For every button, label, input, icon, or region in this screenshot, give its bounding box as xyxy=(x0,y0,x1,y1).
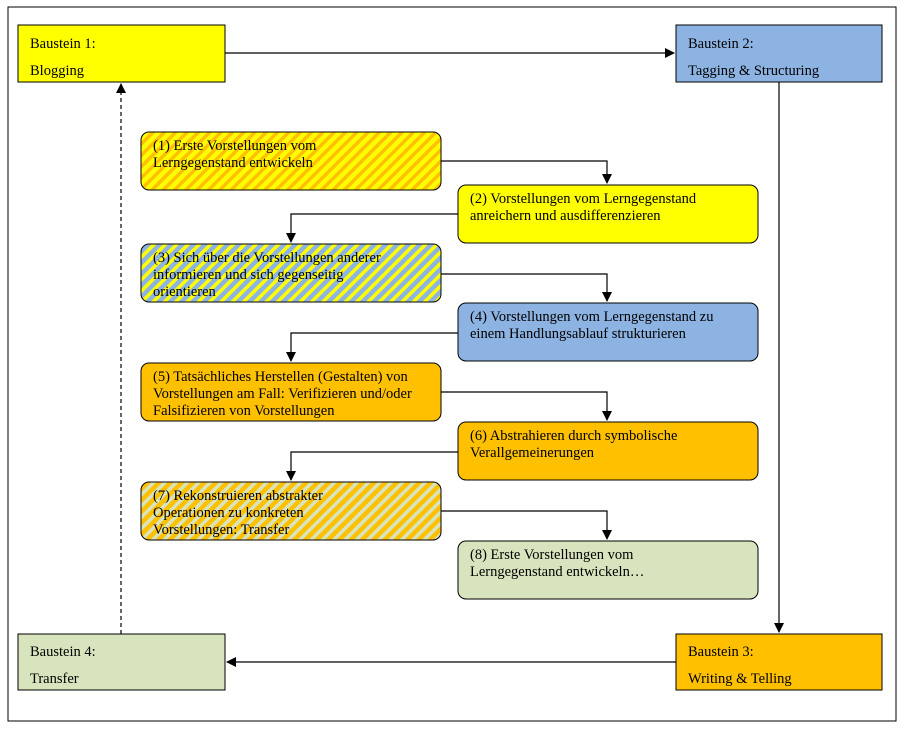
baustein-3-box xyxy=(675,633,883,691)
step-7-text: (7) Rekonstruieren abstrakter Operatione… xyxy=(153,488,323,538)
baustein-4-box xyxy=(17,633,226,691)
step-8-box xyxy=(457,540,759,600)
arrow-step-3-to-4 xyxy=(441,273,612,302)
baustein-2-box xyxy=(675,24,883,83)
arrow-step-6-to-7 xyxy=(286,451,458,481)
baustein-4-label: Baustein 4: Transfer xyxy=(30,644,96,688)
arrow-step-4-to-5 xyxy=(286,332,458,362)
baustein-1-title: Baustein 1: xyxy=(30,36,96,52)
step-5-text: (5) Tatsächliches Herstellen (Gestalten)… xyxy=(153,369,412,419)
baustein-3-name: Writing & Telling xyxy=(688,671,792,687)
baustein-2-name: Tagging & Structuring xyxy=(688,63,820,79)
step-6-box xyxy=(457,421,759,481)
arrow-step-2-to-3 xyxy=(286,213,458,243)
step-4-text: (4) Vorstellungen vom Lerngegenstand zu … xyxy=(470,309,714,342)
step-3-text: (3) Sich über die Vorstellungen anderer … xyxy=(153,250,381,300)
baustein-1-box xyxy=(17,24,226,83)
baustein-4-name: Transfer xyxy=(30,671,79,687)
outer-frame xyxy=(7,6,897,722)
baustein-3-label: Baustein 3: Writing & Telling xyxy=(688,644,792,688)
step-6-text: (6) Abstrahieren durch symbolische Veral… xyxy=(470,428,678,461)
step-1-text: (1) Erste Vorstellungen vom Lerngegensta… xyxy=(153,138,317,171)
arrow-step-5-to-6 xyxy=(441,391,612,421)
arrow-step-7-to-8 xyxy=(441,510,612,540)
baustein-1-name: Blogging xyxy=(30,63,84,79)
baustein-4-title: Baustein 4: xyxy=(30,644,96,660)
baustein-2-label: Baustein 2: Tagging & Structuring xyxy=(688,36,819,80)
step-4-box xyxy=(457,302,759,362)
baustein-1-label: Baustein 1: Blogging xyxy=(30,36,96,80)
baustein-3-title: Baustein 3: xyxy=(688,644,754,660)
step-8-text: (8) Erste Vorstellungen vom Lerngegensta… xyxy=(470,547,645,580)
step-2-text: (2) Vorstellungen vom Lerngegenstand anr… xyxy=(470,191,697,224)
baustein-2-title: Baustein 2: xyxy=(688,36,754,52)
step-3-box xyxy=(140,243,442,303)
arrow-step-1-to-2 xyxy=(441,160,612,184)
